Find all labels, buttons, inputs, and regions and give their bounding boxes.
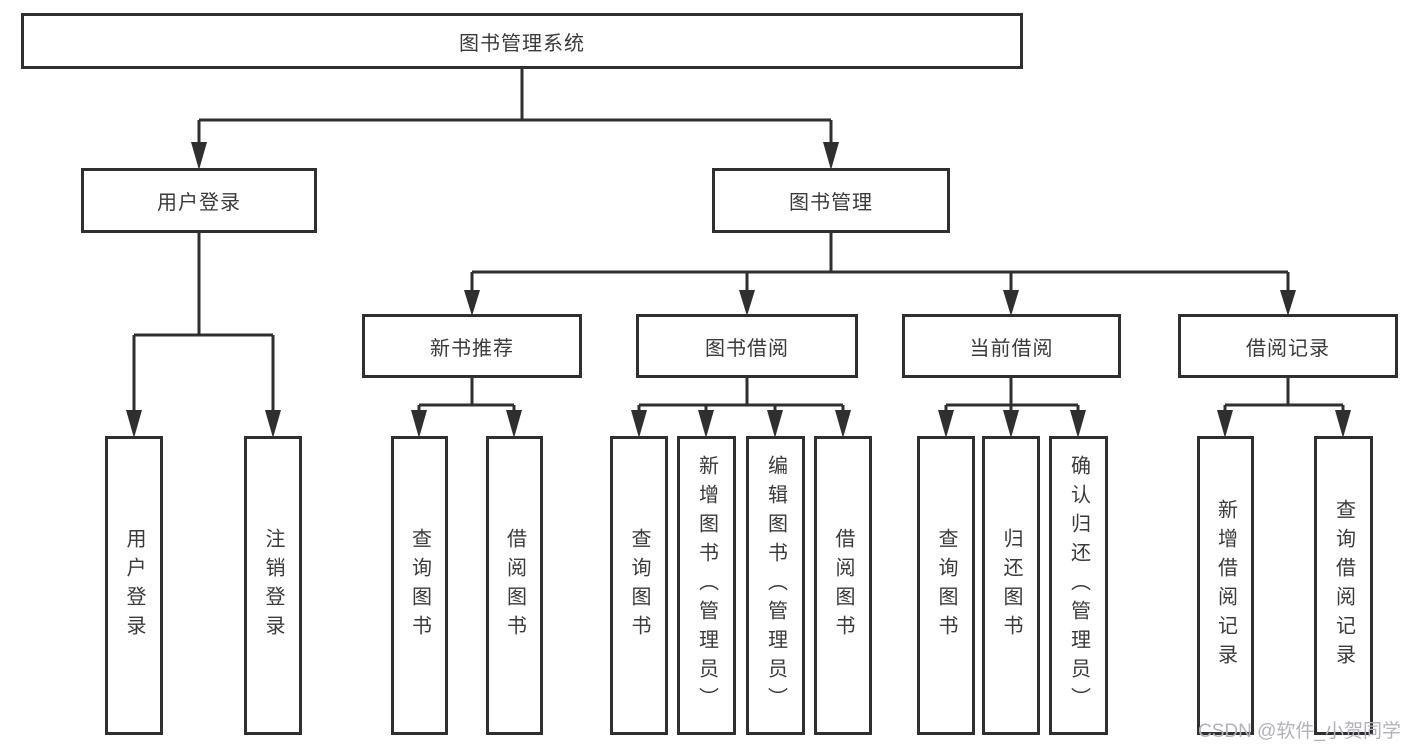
- node-user-login: 用户登录: [81, 168, 317, 233]
- leaf-logout-login: 注销登录: [244, 436, 302, 735]
- leaf-records-query-record: 查询借阅记录: [1314, 436, 1373, 735]
- leaf-newbook-query-books: 查询图书: [391, 436, 448, 735]
- leaf-current-return-books: 归还图书: [982, 436, 1040, 735]
- leaf-borrow-add-books-admin: 新增图书（管理员）: [677, 436, 736, 735]
- node-book-management: 图书管理: [712, 168, 950, 233]
- node-new-book-recommend: 新书推荐: [362, 314, 582, 378]
- leaf-user-login: 用户登录: [105, 436, 163, 735]
- node-borrow-records: 借阅记录: [1178, 314, 1398, 378]
- leaf-current-query-books: 查询图书: [917, 436, 975, 735]
- leaf-newbook-borrow-books: 借阅图书: [486, 436, 543, 735]
- leaf-borrow-edit-books-admin: 编辑图书（管理员）: [746, 436, 805, 735]
- leaf-records-add-record: 新增借阅记录: [1197, 436, 1254, 735]
- leaf-borrow-query-books: 查询图书: [610, 436, 668, 735]
- node-book-borrow: 图书借阅: [636, 314, 858, 378]
- leaf-current-confirm-return-admin: 确认归还（管理员）: [1049, 436, 1108, 735]
- csdn-watermark: CSDN @软件_小贺同学: [1198, 721, 1401, 742]
- leaf-borrow-borrow-books: 借阅图书: [814, 436, 872, 735]
- node-current-borrow: 当前借阅: [902, 314, 1121, 378]
- node-root-system: 图书管理系统: [21, 13, 1023, 69]
